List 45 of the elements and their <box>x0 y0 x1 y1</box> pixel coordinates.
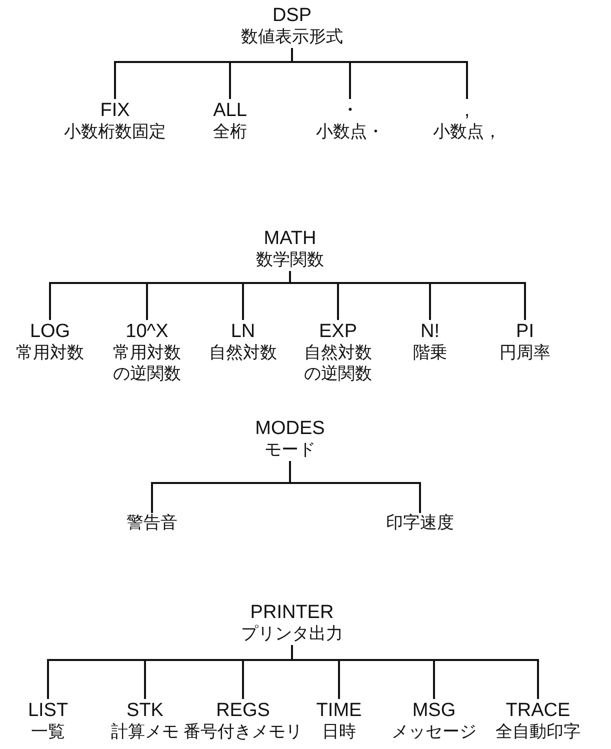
tree-connector <box>289 271 526 320</box>
menu-key-label: 10^X <box>124 320 170 343</box>
description-label: プリンタ出力 <box>241 624 343 645</box>
menu-key-label: TRACE <box>504 699 572 722</box>
description-label: 番号付きメモリ <box>184 722 302 743</box>
description-label: 小数点， <box>433 122 501 143</box>
tree-connector <box>291 645 539 699</box>
menu-key-label: ALL <box>213 99 247 122</box>
description-label: 警告音 <box>126 513 178 534</box>
menu-key-label: PRINTER <box>249 601 335 624</box>
description-label: 常用対数の逆関数 <box>112 343 182 385</box>
menu-key-label: FIX <box>99 99 131 122</box>
description-label: 数学関数 <box>256 250 324 271</box>
description-label: 円周率 <box>500 343 550 364</box>
menu-key-label: DSP <box>271 4 313 27</box>
menu-key-label: MODES <box>255 417 325 440</box>
description-label: 一覧 <box>30 722 66 743</box>
tree-connector <box>291 48 468 99</box>
menu-key-label: REGS <box>215 699 271 722</box>
description-label: 常用対数 <box>16 343 84 364</box>
description-label: 全桁 <box>213 122 247 143</box>
description-label: 小数桁数固定 <box>64 122 166 143</box>
menu-key-label: MSG <box>411 699 457 722</box>
description-label: 小数点・ <box>316 122 384 143</box>
description-label: 計算メモ <box>111 722 179 743</box>
menu-key-label: PI <box>515 320 535 343</box>
menu-key-label: LIST <box>28 699 68 722</box>
menu-key-label: LN <box>230 320 256 343</box>
menu-key-label: LOG <box>28 320 72 343</box>
menu-key-label: MATH <box>262 227 318 250</box>
description-label: モード <box>264 440 316 461</box>
description-label: 自然対数 <box>209 343 277 364</box>
description-label: メッセージ <box>392 722 476 743</box>
menu-key-label: , <box>463 99 471 122</box>
description-label: 自然対数の逆関数 <box>303 343 373 385</box>
menu-key-label: STK <box>126 699 164 722</box>
description-label: 数値表示形式 <box>241 27 343 48</box>
menu-key-label: N! <box>420 320 440 343</box>
description-label: 階乗 <box>413 343 447 364</box>
description-label: 印字速度 <box>386 513 454 534</box>
menu-key-label: EXP <box>318 320 358 343</box>
menu-key-label: TIME <box>316 699 362 722</box>
description-label: 全自動印字 <box>496 722 580 743</box>
menu-key-label: ・ <box>340 99 360 122</box>
description-label: 日時 <box>321 722 357 743</box>
